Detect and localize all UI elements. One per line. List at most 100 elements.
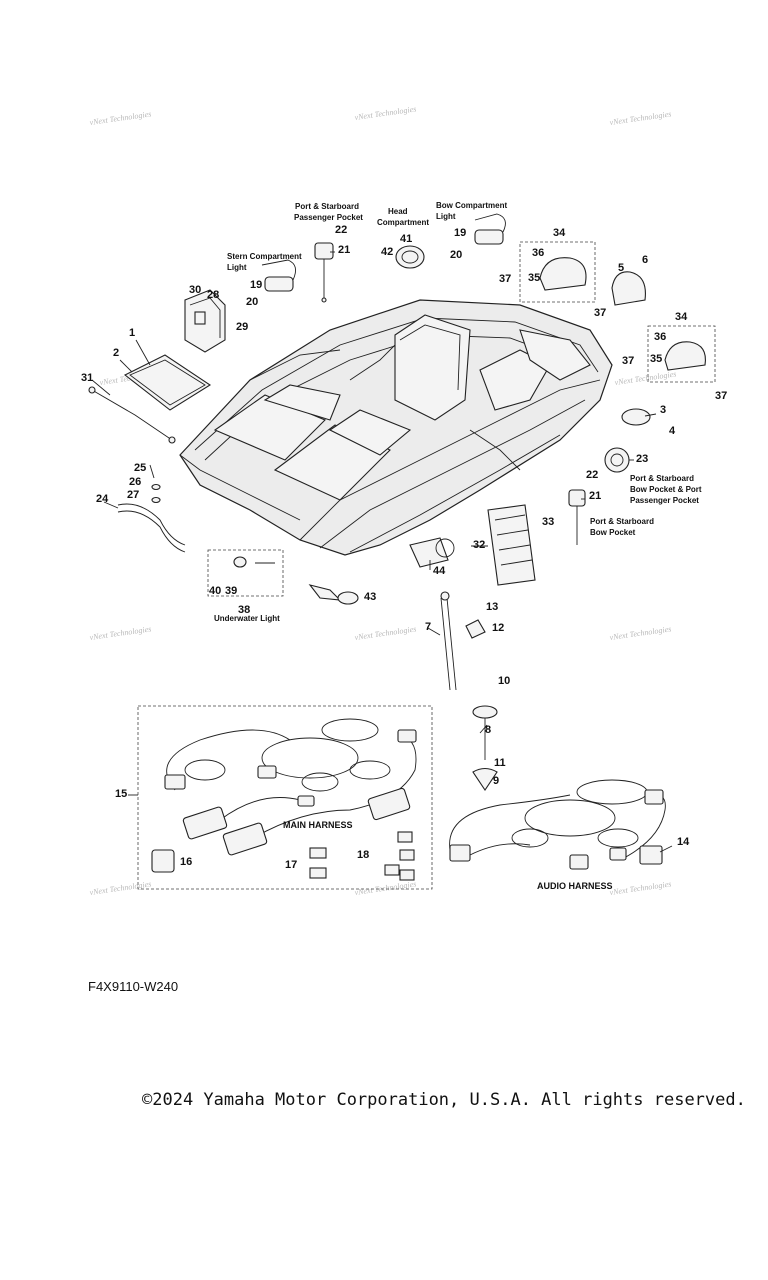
part-number-13: 13 [486, 601, 498, 613]
part-number-10: 10 [498, 675, 510, 687]
part-number-37: 37 [715, 390, 727, 402]
vent-cover [621, 408, 651, 426]
watermark-text: vNext Technologies [609, 879, 672, 897]
callout-main-harness: MAIN HARNESS [283, 820, 353, 830]
part-number-23: 23 [636, 453, 648, 465]
part-number-40: 40 [209, 585, 221, 597]
passenger-pocket-light [314, 242, 334, 260]
part-number-28: 28 [207, 289, 219, 301]
stern-compartment-light [264, 276, 294, 292]
diagram-code: F4X9110-W240 [88, 979, 179, 994]
part-number-1: 1 [129, 327, 135, 339]
part-number-19: 19 [454, 227, 466, 239]
part-number-22: 22 [586, 469, 598, 481]
part-number-22: 22 [335, 224, 347, 236]
relay-16 [151, 849, 175, 873]
part-number-16: 16 [180, 856, 192, 868]
callout-audio-harness: AUDIO HARNESS [537, 881, 613, 891]
callout-bow-pocket-port-passenger-line1: Port & Starboard [630, 474, 694, 483]
speaker-group-34-bow [519, 241, 596, 303]
callout-underwater-light: Underwater Light [214, 614, 280, 623]
part-number-37: 37 [622, 355, 634, 367]
callout-bow-pocket-line2: Bow Pocket [590, 528, 636, 537]
watermark-text: vNext Technologies [89, 624, 152, 642]
callout-head-compartment-line2: Compartment [377, 218, 429, 227]
part-number-29: 29 [236, 321, 248, 333]
part-number-2: 2 [113, 347, 119, 359]
part-number-37: 37 [594, 307, 606, 319]
main-harness [151, 718, 417, 881]
part-number-34: 34 [675, 311, 688, 323]
part-number-43: 43 [364, 591, 376, 603]
part-number-3: 3 [660, 404, 666, 416]
callout-bow-compartment-light-line1: Bow Compartment [436, 201, 507, 210]
speaker-cover [611, 271, 646, 306]
callout-bow-pocket-line1: Port & Starboard [590, 517, 654, 526]
part-number-38: 38 [238, 604, 250, 616]
part-number-19: 19 [250, 279, 262, 291]
part-number-36: 36 [532, 247, 544, 259]
part-number-4: 4 [669, 425, 676, 437]
part-number-27: 27 [127, 489, 139, 501]
watermark-text: vNext Technologies [354, 879, 417, 897]
callout-text-layer: Port & Starboard Passenger Pocket Head C… [214, 201, 702, 891]
part-number-17: 17 [285, 859, 297, 871]
part-number-35: 35 [650, 353, 662, 365]
leader-lines [91, 251, 673, 853]
main-harness-group [137, 705, 433, 890]
speaker-23 [604, 447, 630, 473]
part-number-5: 5 [618, 262, 624, 274]
callout-stern-compartment-light-line2: Light [227, 263, 247, 272]
part-number-35: 35 [528, 272, 540, 284]
socket-44 [409, 537, 449, 568]
callout-head-compartment-line1: Head [388, 207, 408, 216]
part-number-20: 20 [246, 296, 258, 308]
part-number-42: 42 [381, 246, 393, 258]
watermark-text: vNext Technologies [614, 369, 677, 387]
part-number-21: 21 [589, 490, 601, 502]
antenna-pole [446, 597, 457, 691]
part-number-39: 39 [225, 585, 237, 597]
part-number-26: 26 [129, 476, 141, 488]
watermark-text: vNext Technologies [609, 109, 672, 127]
part-number-11: 11 [494, 757, 506, 769]
copyright-notice: ©2024 Yamaha Motor Corporation, U.S.A. A… [142, 1090, 746, 1110]
part-number-33: 33 [542, 516, 554, 528]
part-number-8: 8 [485, 724, 491, 736]
part-number-7: 7 [425, 621, 431, 633]
callout-bow-pocket-port-passenger-line3: Passenger Pocket [630, 496, 699, 505]
part-number-36: 36 [654, 331, 666, 343]
part-number-44: 44 [433, 565, 446, 577]
callout-port-starboard-passenger-pocket-line2: Passenger Pocket [294, 213, 363, 222]
part-number-14: 14 [677, 836, 690, 848]
battery-cable [91, 389, 173, 441]
callout-port-starboard-passenger-pocket-line1: Port & Starboard [295, 202, 359, 211]
part-number-21: 21 [338, 244, 350, 256]
watermark-text: vNext Technologies [89, 109, 152, 127]
audio-harness [449, 779, 666, 870]
part-number-25: 25 [134, 462, 146, 474]
boat-hull [179, 299, 613, 556]
part-number-32: 32 [473, 539, 485, 551]
watermark-text: vNext Technologies [89, 879, 152, 897]
watermark-text: vNext Technologies [609, 624, 672, 642]
watermark-text: vNext Technologies [354, 104, 417, 122]
part-number-24: 24 [96, 493, 109, 505]
callout-bow-pocket-port-passenger-line2: Bow Pocket & Port [630, 485, 702, 494]
part-number-30: 30 [189, 284, 201, 296]
part-number-15: 15 [115, 788, 127, 800]
connector-43 [308, 584, 342, 601]
watermark-text: vNext Technologies [354, 624, 417, 642]
electrical-box-tray [123, 354, 212, 411]
mounting-bracket [487, 504, 536, 586]
underwater-light-group [207, 549, 284, 597]
part-number-12: 12 [492, 622, 504, 634]
part-number-31: 31 [81, 372, 93, 384]
part-number-41: 41 [400, 233, 412, 245]
cable-24 [117, 503, 186, 546]
part-number-18: 18 [357, 849, 369, 861]
part-number-37: 37 [499, 273, 511, 285]
speaker-group-34-stern [647, 325, 716, 383]
